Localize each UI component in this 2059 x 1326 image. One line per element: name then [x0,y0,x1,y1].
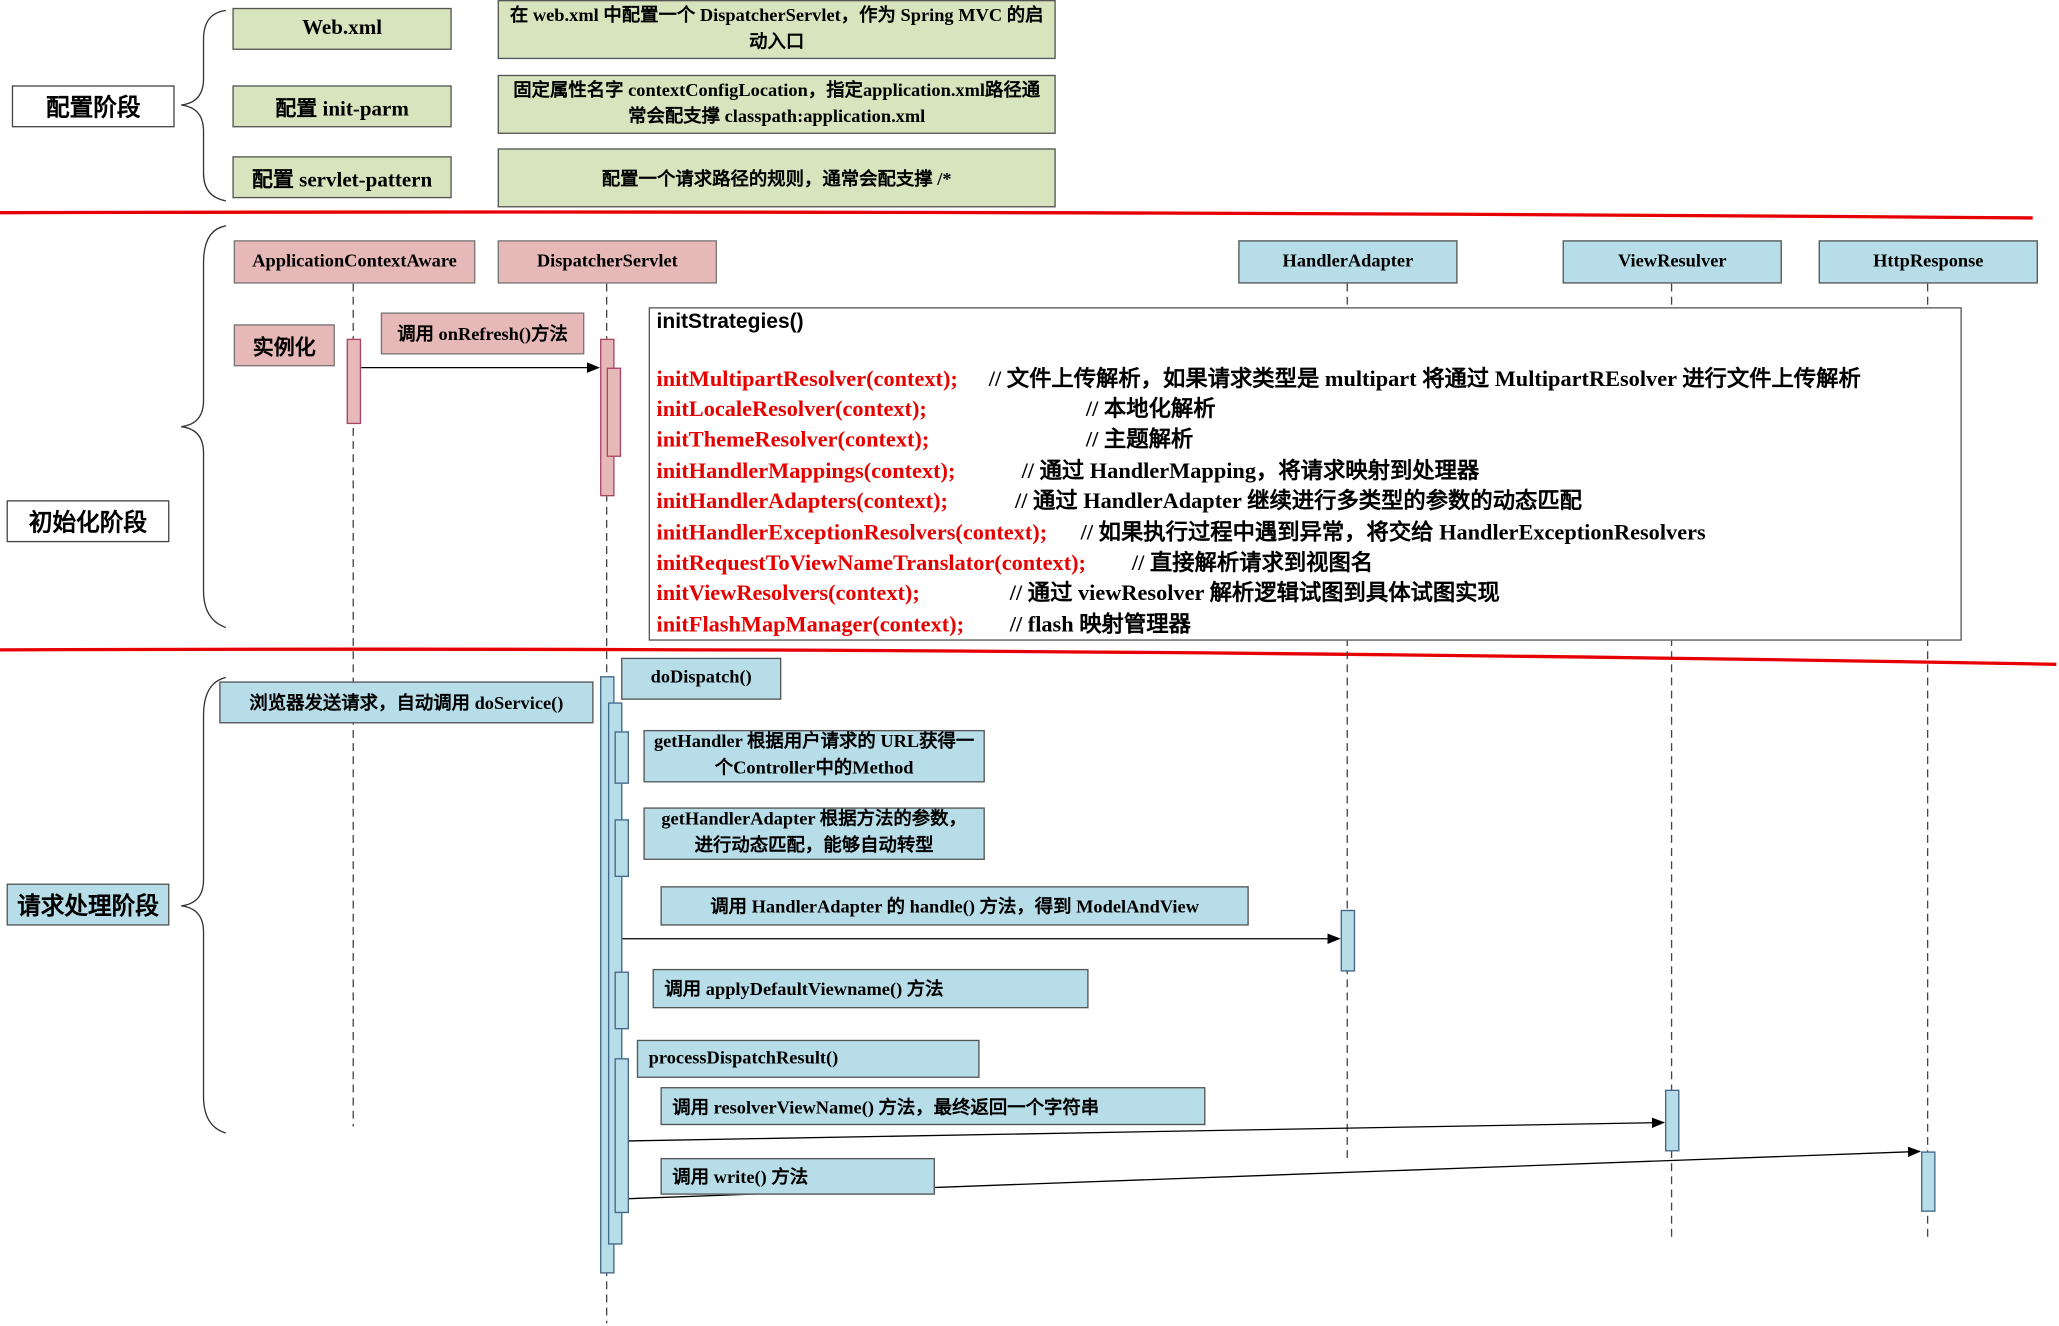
config-servlet-pattern-desc: 配置一个请求路径的规则，通常会配支撑 /* [497,148,1056,208]
strategy-line: initHandlerExceptionResolvers(context); … [657,519,1957,548]
strategy-comment: // 主题解析 [1085,426,1194,452]
strategy-fn: initViewResolvers(context); [656,580,920,606]
strategy-comment: // 通过 HandlerAdapter 继续进行多类型的参数的动态匹配 [1015,488,1582,514]
request-resolve-view: 调用 resolverViewName() 方法，最终返回一个字符串 [660,1087,1206,1126]
init-strategies-box: initStrategies() initMultipartResolver(c… [648,307,1962,641]
strategy-line: initViewResolvers(context); // 通过 viewRe… [657,579,1957,608]
activation-resolver [1665,1089,1680,1152]
strategy-comment: // 直接解析请求到视图名 [1131,550,1374,576]
strategy-fn: initHandlerAdapters(context); [656,488,948,514]
request-apply-default: 调用 applyDefaultViewname() 方法 [652,968,1089,1009]
strategy-line: initThemeResolver(context); // 主题解析 [657,425,1957,454]
strategy-fn: initMultipartResolver(context); [656,366,958,392]
strategy-fn: initLocaleResolver(context); [656,396,927,422]
strategy-line: initFlashMapManager(context); // flash 映… [657,610,1957,639]
request-browser: 浏览器发送请求，自动调用 doService() [219,681,594,724]
activation-adapter [1340,909,1356,972]
strategy-line: initHandlerMappings(context); // 通过 Hand… [657,457,1957,486]
strategy-line: initLocaleResolver(context); // 本地化解析 [657,395,1957,424]
strategy-fn: initRequestToViewNameTranslator(context)… [656,550,1086,576]
strategy-fn: initFlashMapManager(context); [656,611,965,637]
request-do-dispatch: doDispatch() [621,657,782,700]
strategy-comment: // 文件上传解析，如果请求类型是 multipart 将通过 Multipar… [988,366,1861,392]
lifeline-head-dispatcher: DispatcherServlet [497,240,717,284]
stage-label-request: 请求处理阶段 [6,883,170,926]
request-write: 调用 write() 方法 [660,1157,935,1195]
strategy-fn: initThemeResolver(context); [656,426,930,452]
strategy-comment: // 通过 HandlerMapping，将请求映射到处理器 [1021,458,1480,484]
request-brace [181,676,227,1134]
strategy-line: initMultipartResolver(context); // 文件上传解… [657,365,1957,394]
config-init-parm: 配置 init-parm [232,85,452,128]
stage-label-config: 配置阶段 [11,85,175,128]
config-webxml-desc: 在 web.xml 中配置一个 DispatcherServlet，作为 Spr… [497,0,1056,60]
strategy-comment: // 通过 viewResolver 解析逻辑试图到具体试图实现 [1009,580,1500,606]
init-onrefresh-label: 调用 onRefresh()方法 [380,312,585,355]
activation-response [1921,1151,1936,1212]
divider-1 [0,210,2033,220]
activation-get-handler-adapter [614,819,629,878]
activation-get-handler [614,731,629,784]
strategy-fn: initHandlerExceptionResolvers(context); [656,519,1048,545]
config-servlet-pattern: 配置 servlet-pattern [232,156,452,199]
request-get-handler-adapter: getHandlerAdapter 根据方法的参数，进行动态匹配，能够自动转型 [643,807,985,860]
request-process-result: processDispatchResult() [636,1039,980,1078]
config-webxml: Web.xml [232,7,452,50]
strategy-line: initHandlerAdapters(context); // 通过 Hand… [657,487,1957,516]
lifeline-head-aware: ApplicationContextAware [233,240,476,284]
config-init-parm-desc: 固定属性名字 contextConfigLocation，指定applicati… [497,74,1056,134]
activation-apply-default [614,971,629,1030]
init-instantiate: 实例化 [233,324,335,367]
stage-label-init: 初始化阶段 [6,500,170,543]
strategy-comment: // 如果执行过程中遇到异常，将交给 HandlerExceptionResol… [1080,519,1706,545]
lifeline-head-response: HttpResponse [1818,240,2038,284]
request-handle: 调用 HandlerAdapter 的 handle() 方法，得到 Model… [660,886,1249,926]
activation-dispatcher-init-inner [606,367,622,457]
strategy-comment: // flash 映射管理器 [1009,611,1191,637]
lifeline-head-resolver: ViewResulver [1562,240,1782,284]
init-strategies-title: initStrategies() [656,311,804,334]
strategy-line: initRequestToViewNameTranslator(context)… [657,549,1957,578]
config-brace [181,9,226,202]
init-brace [181,225,227,629]
arrow-resolve-view [628,1117,1666,1142]
lifeline-head-adapter: HandlerAdapter [1238,240,1458,284]
activation-process-result [614,1058,629,1214]
activation-aware [346,338,362,425]
strategy-fn: initHandlerMappings(context); [656,458,956,484]
request-get-handler: getHandler 根据用户请求的 URL获得一个Controller中的Me… [643,729,985,783]
strategy-comment: // 本地化解析 [1085,396,1216,422]
divider-2 [0,647,2057,666]
